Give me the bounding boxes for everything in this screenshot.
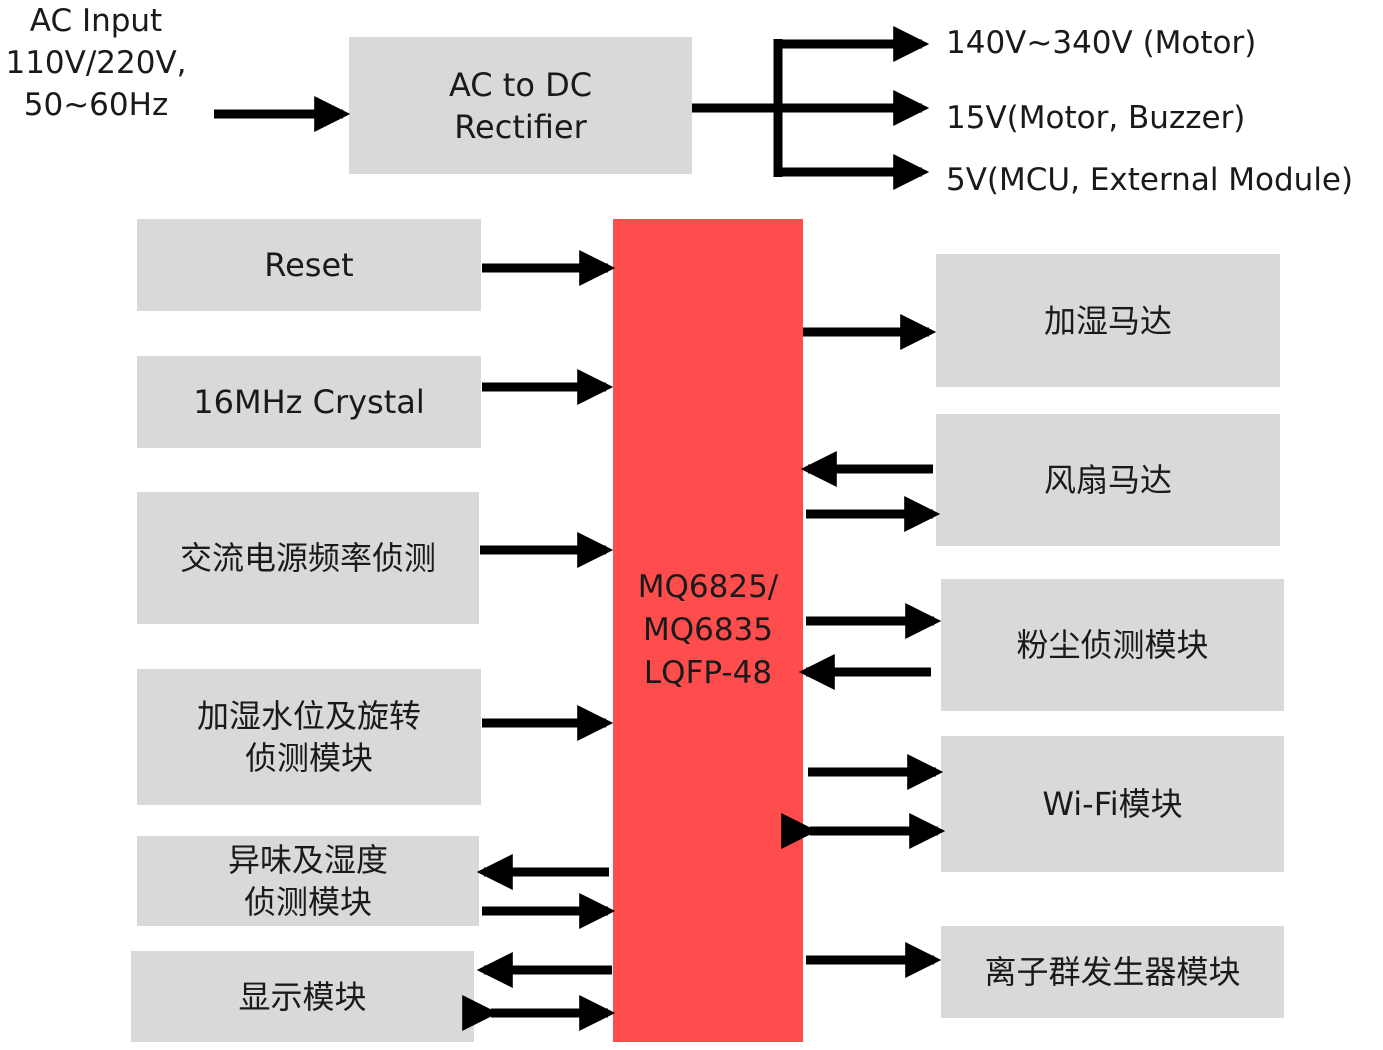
mcu-line-2: MQ6835 xyxy=(642,612,774,648)
wifi-module-label: Wi-Fi模块 xyxy=(1042,785,1183,823)
mcu-line-3: LQFP-48 xyxy=(643,655,773,691)
dust-sensor-box: 粉尘侦测模块 xyxy=(941,579,1284,711)
dust-sensor-label: 粉尘侦测模块 xyxy=(1016,626,1209,664)
water-level-rotation-box: 加湿水位及旋转 侦测模块 xyxy=(137,669,481,805)
mcu-line-1: MQ6825/ xyxy=(637,569,779,605)
ac-frequency-detect-label: 交流电源频率侦测 xyxy=(179,539,436,577)
reset-box: Reset xyxy=(137,219,481,311)
mcu-block: MQ6825/ MQ6835 LQFP-48 xyxy=(613,219,803,1042)
ion-generator-label: 离子群发生器模块 xyxy=(984,953,1241,991)
rectifier-line-2: Rectifier xyxy=(454,107,587,146)
water-level-line-2: 侦测模块 xyxy=(244,739,373,777)
output-5v: 5V(MCU, External Module) xyxy=(946,162,1354,198)
odor-humidity-line-2: 侦测模块 xyxy=(243,883,372,921)
water-level-line-1: 加湿水位及旋转 xyxy=(196,697,421,735)
odor-humidity-box: 异味及湿度 侦测模块 xyxy=(137,836,479,926)
ac-input-line-1: AC Input xyxy=(29,3,163,39)
reset-label: Reset xyxy=(264,246,354,284)
wifi-module-box: Wi-Fi模块 xyxy=(941,736,1284,872)
crystal-label: 16MHz Crystal xyxy=(193,383,425,421)
crystal-box: 16MHz Crystal xyxy=(137,356,481,448)
display-box: 显示模块 xyxy=(131,951,474,1042)
odor-humidity-line-1: 异味及湿度 xyxy=(227,841,388,879)
ion-generator-box: 离子群发生器模块 xyxy=(941,926,1284,1018)
ac-frequency-detect-box: 交流电源频率侦测 xyxy=(137,492,479,624)
fan-motor-label: 风扇马达 xyxy=(1043,461,1172,499)
humidify-motor-box: 加湿马达 xyxy=(936,254,1280,387)
fan-motor-box: 风扇马达 xyxy=(936,414,1280,546)
rectifier-box: AC to DC Rectifier xyxy=(349,37,692,174)
output-motor-hv: 140V~340V (Motor) xyxy=(946,25,1257,61)
humidify-motor-label: 加湿马达 xyxy=(1043,301,1172,340)
ac-input-label: AC Input 110V/220V, 50~60Hz xyxy=(0,0,192,126)
ac-input-line-2: 110V/220V, xyxy=(5,45,187,81)
output-15v: 15V(Motor, Buzzer) xyxy=(946,100,1246,136)
display-label: 显示模块 xyxy=(238,977,367,1016)
rectifier-line-1: AC to DC xyxy=(448,65,593,104)
ac-input-line-3: 50~60Hz xyxy=(23,87,169,123)
